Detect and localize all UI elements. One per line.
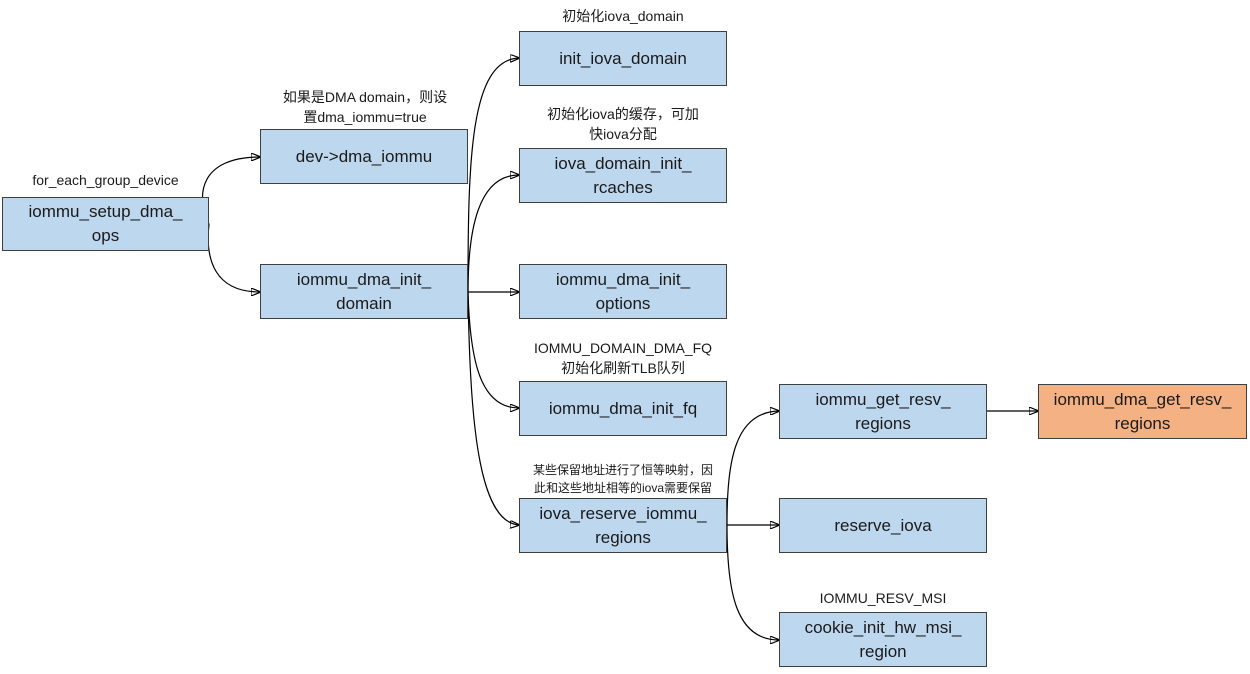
- note-init-iova-domain: 初始化iova_domain: [562, 8, 684, 24]
- edge-init-domain-to-init-fq: [467, 291, 519, 408]
- node-dev-dma-iommu: dev->dma_iommu: [260, 129, 468, 184]
- node-iommu-dma-init-domain: iommu_dma_init_ domain: [260, 264, 468, 319]
- node-reserve-iova: reserve_iova: [779, 498, 987, 553]
- node-iommu-dma-get-resv-regions: iommu_dma_get_resv_ regions: [1038, 384, 1247, 439]
- edge-setup-to-dev-dma-iommu: [202, 157, 260, 225]
- edge-init-domain-to-reserve-regions: [467, 291, 519, 525]
- edge-init-domain-to-rcaches: [467, 175, 519, 293]
- note-dma-domain: 如果是DMA domain，则设 置dma_iommu=true: [282, 89, 448, 125]
- node-iommu-dma-init-fq: iommu_dma_init_fq: [519, 381, 727, 436]
- node-iova-reserve-iommu-regions: iova_reserve_iommu_ regions: [519, 498, 727, 553]
- note-for-each-group-device: for_each_group_device: [32, 172, 179, 188]
- node-iommu-get-resv-regions: iommu_get_resv_ regions: [779, 384, 987, 439]
- edge-init-domain-to-init-iova-domain: [467, 58, 519, 293]
- node-iommu-dma-init-options: iommu_dma_init_ options: [519, 264, 727, 319]
- note-reserve-regions: 某些保留地址进行了恒等映射，因 此和这些地址相等的iova需要保留: [532, 463, 713, 495]
- note-init-fq: IOMMU_DOMAIN_DMA_FQ 初始化刷新TLB队列: [533, 340, 713, 376]
- note-iommu-resv-msi: IOMMU_RESV_MSI: [819, 590, 947, 606]
- edge-reserve-regions-to-msi-region: [726, 524, 779, 640]
- node-iommu-setup-dma-ops: iommu_setup_dma_ ops: [2, 197, 209, 251]
- node-iova-domain-init-rcaches: iova_domain_init_ rcaches: [519, 148, 727, 203]
- node-init-iova-domain: init_iova_domain: [519, 31, 727, 86]
- node-cookie-init-hw-msi-region: cookie_init_hw_msi_ region: [779, 612, 987, 667]
- note-rcaches: 初始化iova的缓存，可加 快iova分配: [547, 106, 699, 142]
- edge-setup-to-init-domain: [207, 223, 260, 292]
- edge-reserve-regions-to-get-resv: [726, 411, 779, 526]
